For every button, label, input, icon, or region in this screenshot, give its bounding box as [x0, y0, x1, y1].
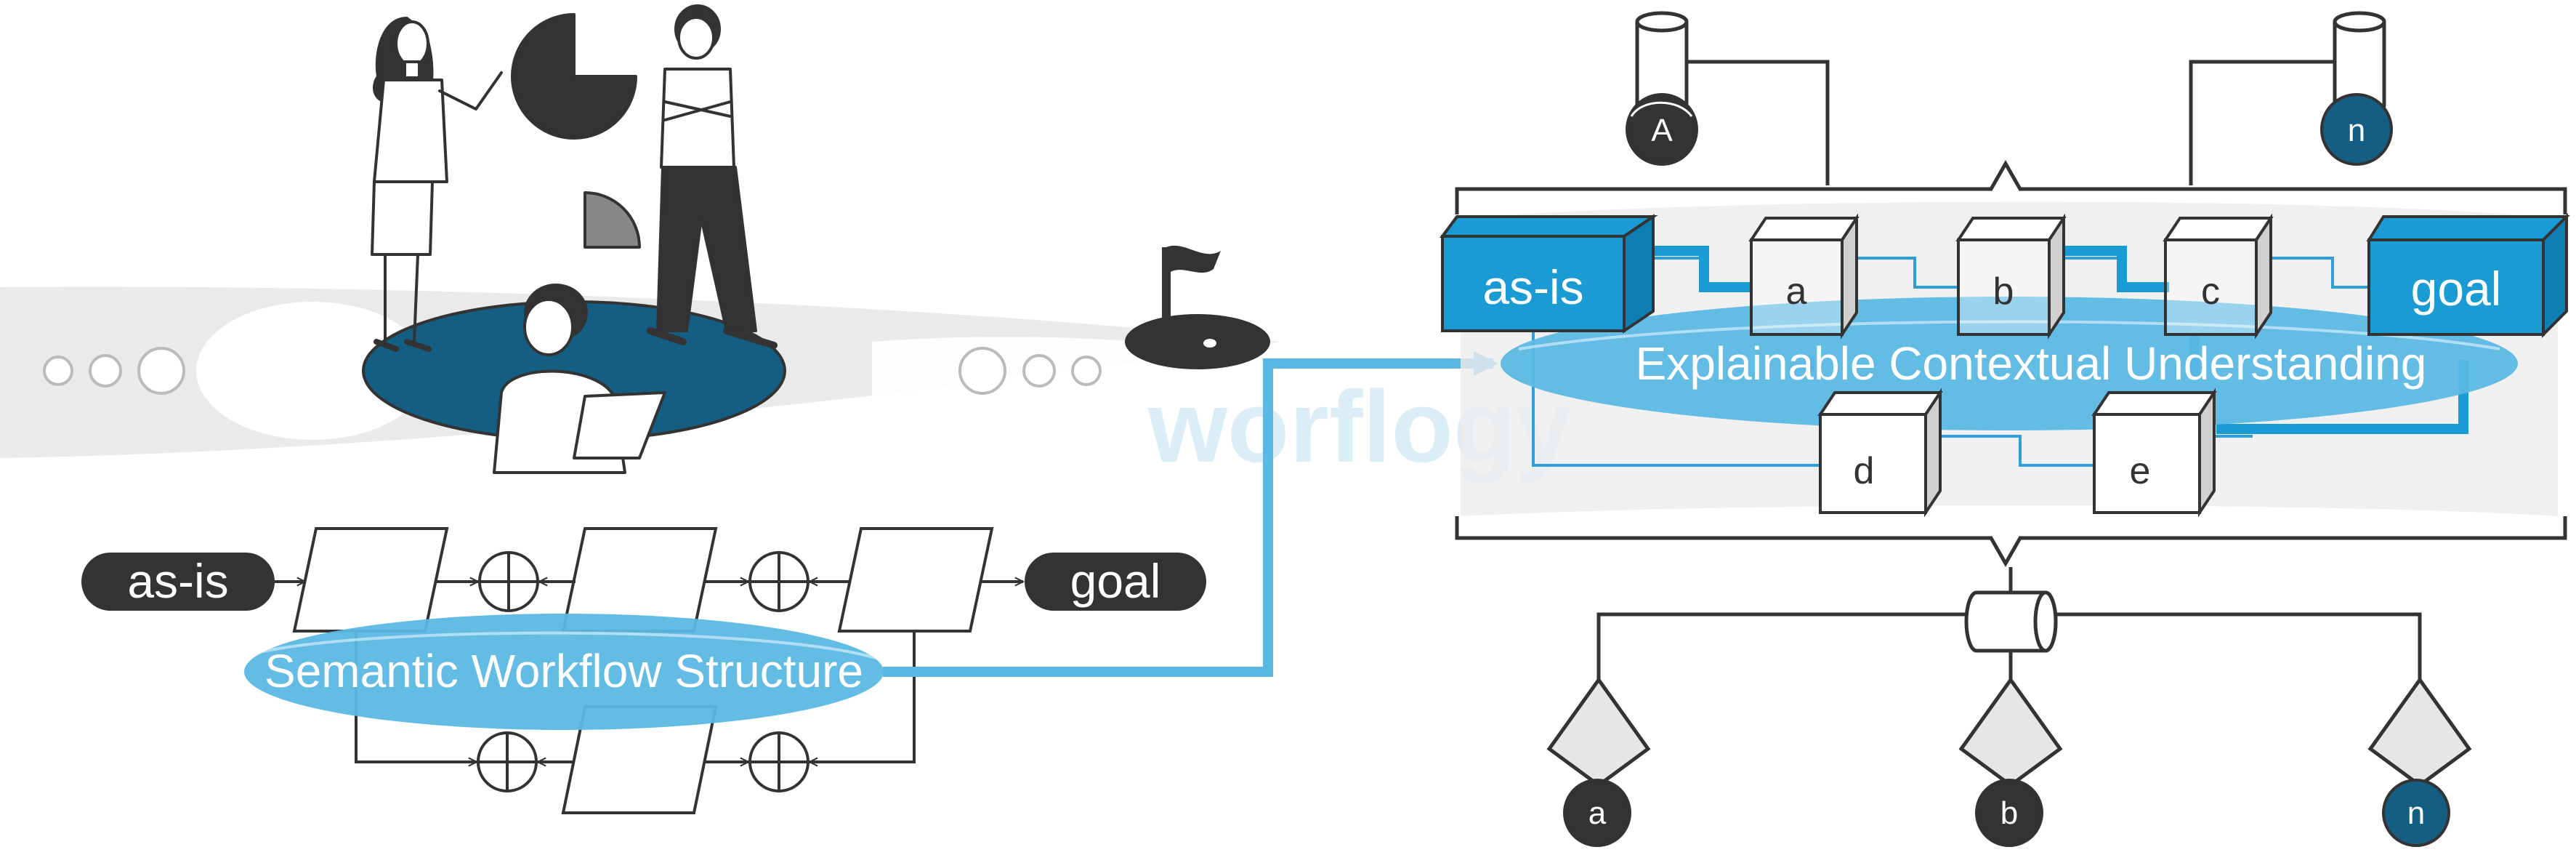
database-cylinder-icon: [1966, 593, 2056, 651]
right-goal-cube: goal: [2369, 217, 2567, 334]
junction-plus-icon: [750, 553, 808, 611]
step-cube-e: e: [2094, 393, 2214, 513]
contextual-understanding-label: Explainable Contextual Understanding: [1636, 337, 2427, 390]
step-cube-e-label: e: [2130, 450, 2151, 492]
bottom-node-n: n: [2383, 780, 2449, 846]
top-node-a-label: A: [1651, 113, 1673, 148]
workflow-step-shape: [839, 529, 992, 631]
pie-chart-icon: [512, 15, 639, 247]
left-as-is-pill: as-is: [81, 553, 275, 611]
bottom-node-b: b: [1977, 780, 2042, 846]
step-cube-c-label: c: [2201, 270, 2220, 313]
step-cube-d: d: [1820, 393, 1940, 513]
step-cube-d-label: d: [1854, 450, 1875, 492]
left-as-is-label: as-is: [127, 554, 228, 608]
step-cube-b-label: b: [1993, 270, 2014, 313]
bottom-diamond-n: [2370, 680, 2469, 785]
bottom-diamond-b: [1961, 680, 2060, 785]
right-goal-label: goal: [2411, 262, 2502, 316]
step-cube-b: b: [1958, 218, 2064, 334]
left-goal-pill: goal: [1025, 553, 1206, 611]
top-connectors: [1686, 62, 2334, 185]
right-as-is-cube: as-is: [1442, 217, 1653, 331]
left-goal-label: goal: [1070, 554, 1161, 608]
step-cube-a: a: [1751, 218, 1857, 334]
step-cube-c: c: [2165, 218, 2271, 334]
workflow-step-shape: [294, 529, 447, 631]
semantic-workflow-label: Semantic Workflow Structure: [265, 645, 863, 697]
bottom-diamond-a: [1549, 680, 1648, 785]
right-as-is-label: as-is: [1482, 260, 1583, 314]
bottom-node-a-label: a: [1588, 795, 1607, 831]
bottom-node-n-label: n: [2407, 795, 2425, 831]
top-node-a: A: [1627, 95, 1697, 164]
top-node-n-label: n: [2348, 113, 2365, 148]
bottom-node-a: a: [1564, 780, 1630, 846]
junction-plus-icon: [750, 733, 808, 791]
bottom-node-b-label: b: [2000, 795, 2018, 831]
golf-flag-icon: [1125, 246, 1270, 369]
junction-plus-icon: [480, 553, 538, 611]
bottom-bracket: [1457, 516, 2565, 563]
top-node-n: n: [2322, 95, 2391, 164]
step-cube-a-label: a: [1786, 270, 1807, 313]
junction-plus-icon: [478, 733, 536, 791]
semantic-workflow-oval: Semantic Workflow Structure: [244, 614, 884, 730]
